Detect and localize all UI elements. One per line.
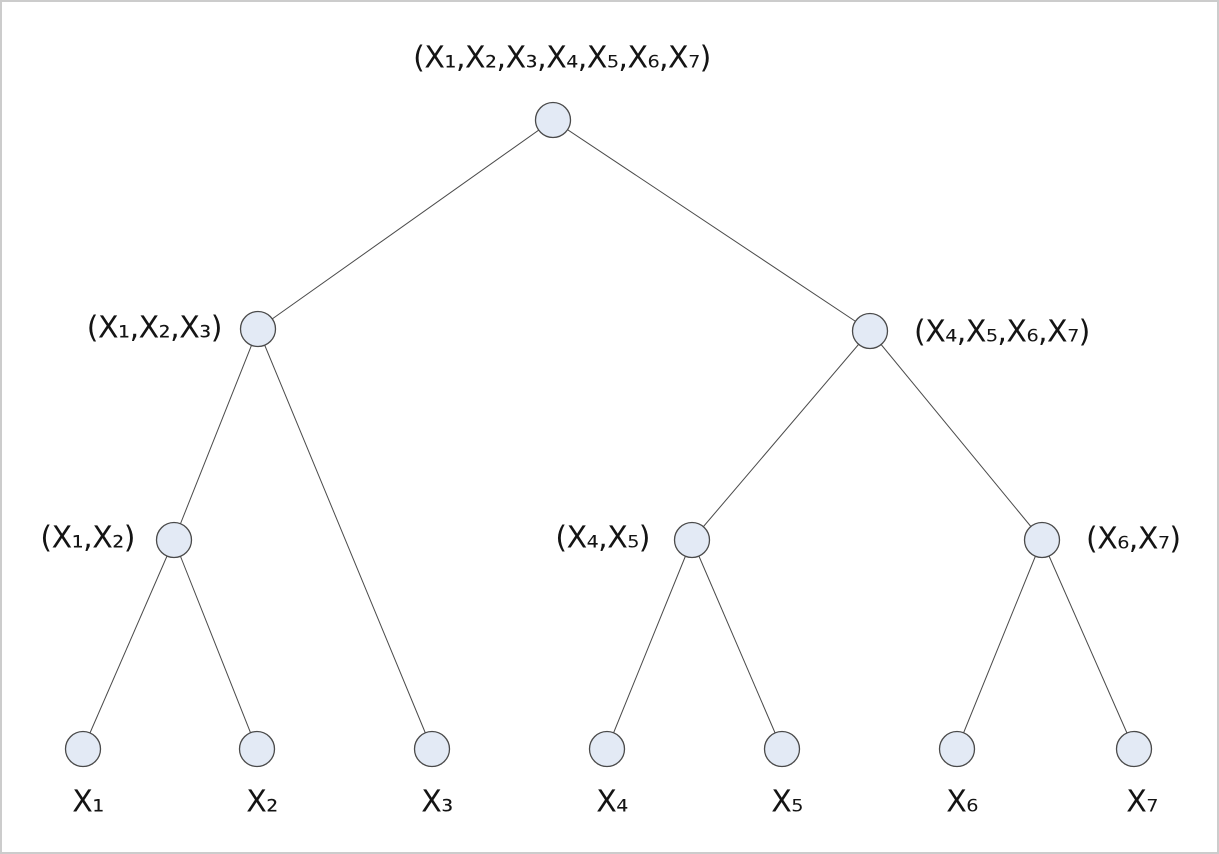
edge-n4567-n45 (691, 330, 871, 541)
tree-node-n123 (239, 310, 277, 348)
edge-n67-x7 (1041, 539, 1135, 750)
tree-node-x6 (938, 730, 976, 768)
edge-n12-x2 (173, 539, 258, 750)
node-label-x6: X₆ (946, 784, 978, 820)
node-label-x2: X₂ (246, 784, 278, 820)
tree-node-n67 (1023, 521, 1061, 559)
node-label-x5: X₅ (771, 784, 803, 820)
tree-node-x2 (238, 730, 276, 768)
node-label-n4567: (X₄,X₅,X₆,X₇) (914, 314, 1090, 350)
edge-n4567-n67 (869, 330, 1043, 541)
edge-n123-n12 (173, 328, 259, 541)
node-label-x3: X₃ (421, 784, 453, 820)
node-label-n45: (X₄,X₅) (555, 520, 650, 556)
node-label-n12: (X₁,X₂) (40, 520, 135, 556)
edge-n67-x6 (956, 539, 1043, 750)
node-label-x7: X₇ (1126, 784, 1158, 820)
node-label-x4: X₄ (596, 784, 628, 820)
node-label-n123: (X₁,X₂,X₃) (86, 310, 223, 346)
tree-node-root (534, 101, 572, 139)
tree-node-x5 (763, 730, 801, 768)
tree-node-x3 (413, 730, 451, 768)
node-label-n67: (X₆,X₇) (1086, 521, 1181, 557)
edge-root-n123 (257, 119, 554, 330)
edge-root-n4567 (552, 119, 871, 332)
tree-node-x7 (1115, 730, 1153, 768)
tree-node-n45 (673, 521, 711, 559)
tree-node-x4 (588, 730, 626, 768)
node-label-root: (X₁,X₂,X₃,X₄,X₅,X₆,X₇) (413, 40, 711, 76)
edge-n12-x1 (82, 539, 175, 750)
node-label-x1: X₁ (72, 784, 104, 820)
tree-node-n4567 (851, 312, 889, 350)
edge-n45-x4 (606, 539, 693, 750)
edge-n123-x3 (257, 328, 433, 750)
tree-node-x1 (64, 730, 102, 768)
tree-node-n12 (155, 521, 193, 559)
edge-n45-x5 (691, 539, 783, 750)
